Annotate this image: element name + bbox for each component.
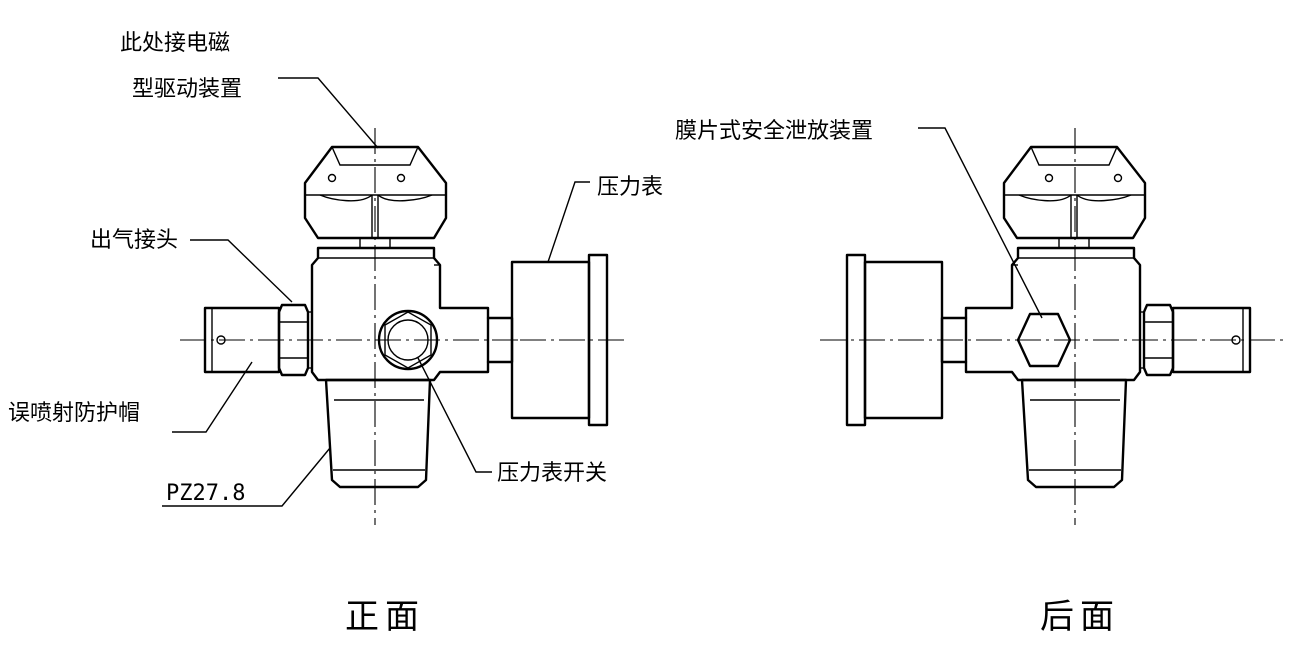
label-solenoid-line2: 型驱动装置 <box>132 77 242 102</box>
leader-solenoid <box>278 77 379 149</box>
label-solenoid-line1: 此处接电磁 <box>120 31 230 56</box>
view-title-front: 正面 <box>345 597 425 637</box>
front-tapered-thread <box>324 378 432 489</box>
leader-outlet-connector <box>190 239 293 303</box>
back-protective-cap <box>1171 306 1252 374</box>
front-valve-body <box>310 246 490 382</box>
back-membrane-relief <box>1016 312 1072 368</box>
back-outlet-nut <box>1140 303 1175 377</box>
label-outlet-connector: 出气接头 <box>90 228 178 253</box>
leader-thread-spec <box>162 447 331 507</box>
label-gauge-switch: 压力表开关 <box>497 461 607 486</box>
view-title-back: 后面 <box>1040 597 1120 637</box>
back-hex-nut <box>1002 145 1147 249</box>
label-misfire-cap: 误喷射防护帽 <box>8 401 140 426</box>
leader-gauge-switch <box>417 357 492 473</box>
front-gauge-switch <box>377 309 439 371</box>
leader-membrane-relief <box>918 127 1043 319</box>
leader-pressure-gauge <box>547 181 590 263</box>
front-hex-nut <box>303 145 448 249</box>
back-tapered-thread <box>1020 378 1128 489</box>
front-view: 此处接电磁 型驱动装置 出气接头 压力表 误喷射防护帽 PZ27.8 压力表开关… <box>8 31 663 637</box>
label-membrane-relief: 膜片式安全泄放装置 <box>675 119 873 144</box>
front-protective-cap <box>203 306 281 374</box>
back-pressure-gauge <box>845 253 944 427</box>
back-valve-body <box>964 246 1142 382</box>
label-thread-spec: PZ27.8 <box>166 481 245 506</box>
label-pressure-gauge: 压力表 <box>597 175 663 200</box>
back-view: 膜片式安全泄放装置 后面 <box>675 119 1285 637</box>
front-pressure-gauge <box>510 253 609 427</box>
leader-misfire-cap <box>172 361 253 433</box>
